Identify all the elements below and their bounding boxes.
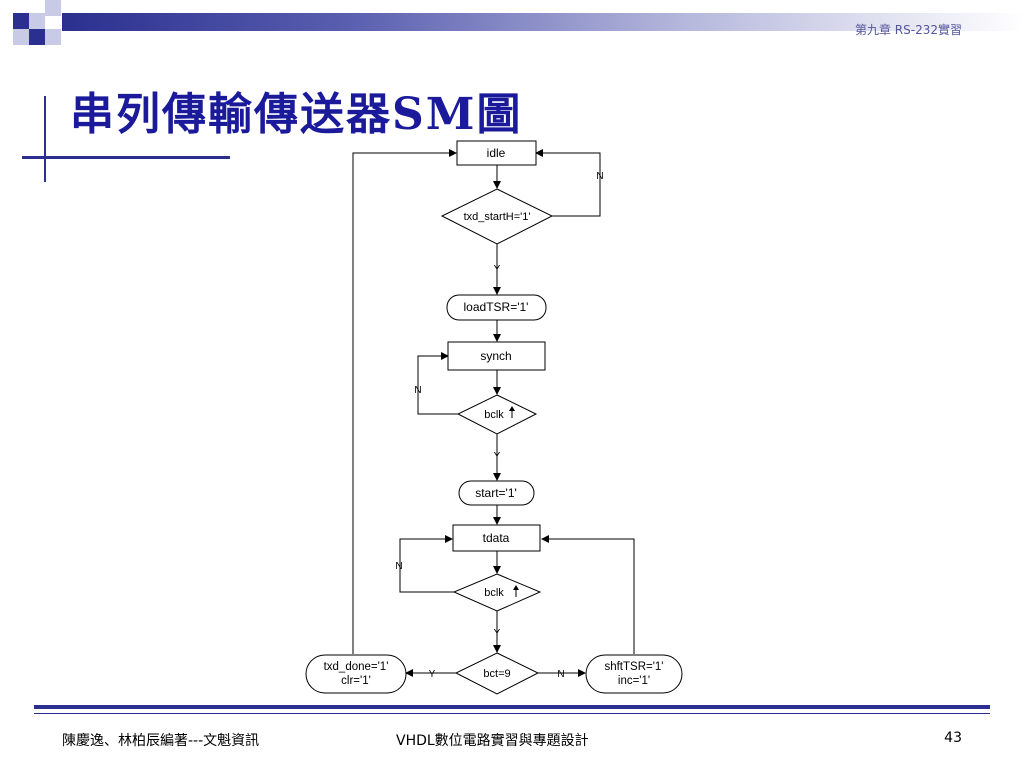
title-vertical-rule: [44, 96, 46, 182]
chapter-label: 第九章 RS-232實習: [854, 23, 962, 37]
edge-label-y: Y: [494, 628, 501, 639]
decision-bclk-2: [452, 573, 542, 612]
rising-edge-icon: [509, 406, 515, 418]
state-idle-label: idle: [487, 146, 506, 160]
decision-bct: [454, 652, 540, 695]
edge-label-y: Y: [494, 451, 501, 462]
slide-title: 串列傳輸傳送器SM圖: [70, 89, 523, 140]
output-start-label: start='1': [475, 486, 517, 500]
footer-authors: 陳慶逸、林柏辰編著---文魁資訊: [62, 733, 260, 749]
state-tdata: [452, 524, 541, 552]
decision-bct-label: bct=9: [483, 668, 510, 680]
output-shfttsr-line2: inc='1': [618, 675, 650, 687]
decision-bclk-1: [456, 394, 538, 435]
edge-label-n: N: [557, 669, 564, 680]
rising-edge-icon: [513, 585, 519, 597]
edge-label-y: Y: [494, 264, 501, 275]
output-txd-done-line1: txd_done='1': [324, 661, 389, 673]
footer-rule-thin: [34, 713, 990, 714]
output-start: [458, 480, 535, 506]
output-shfttsr: [585, 654, 683, 694]
output-shfttsr-line1: shftTSR='1': [604, 661, 663, 673]
edge-label-n: N: [395, 561, 402, 572]
decision-bclk-2-label: bclk: [484, 587, 504, 599]
decision-txd-starth-label: txd_startH='1': [464, 211, 531, 223]
page-number: 43: [944, 730, 962, 746]
header-gradient-bar: [62, 13, 1024, 31]
output-loadtsr: [446, 294, 547, 321]
edge-label-y: Y: [429, 669, 436, 680]
edge-label-n: N: [414, 385, 421, 396]
state-idle: [456, 140, 537, 166]
state-synch-label: synch: [480, 349, 511, 363]
decision-bclk-1-label: bclk: [484, 409, 504, 421]
state-tdata-label: tdata: [483, 531, 510, 545]
state-synch: [447, 341, 546, 371]
output-loadtsr-label: loadTSR='1': [464, 300, 529, 314]
title-horizontal-rule: [22, 156, 230, 159]
edge-label-n: N: [596, 171, 603, 182]
footer-book-title: VHDL數位電路實習與專題設計: [396, 733, 589, 749]
footer-rule-thick: [34, 705, 990, 709]
output-txd-done-line2: clr='1': [341, 675, 371, 687]
decision-txd-starth: [440, 188, 554, 245]
output-txd-done: [305, 654, 407, 694]
decorative-squares: [13, 0, 61, 45]
